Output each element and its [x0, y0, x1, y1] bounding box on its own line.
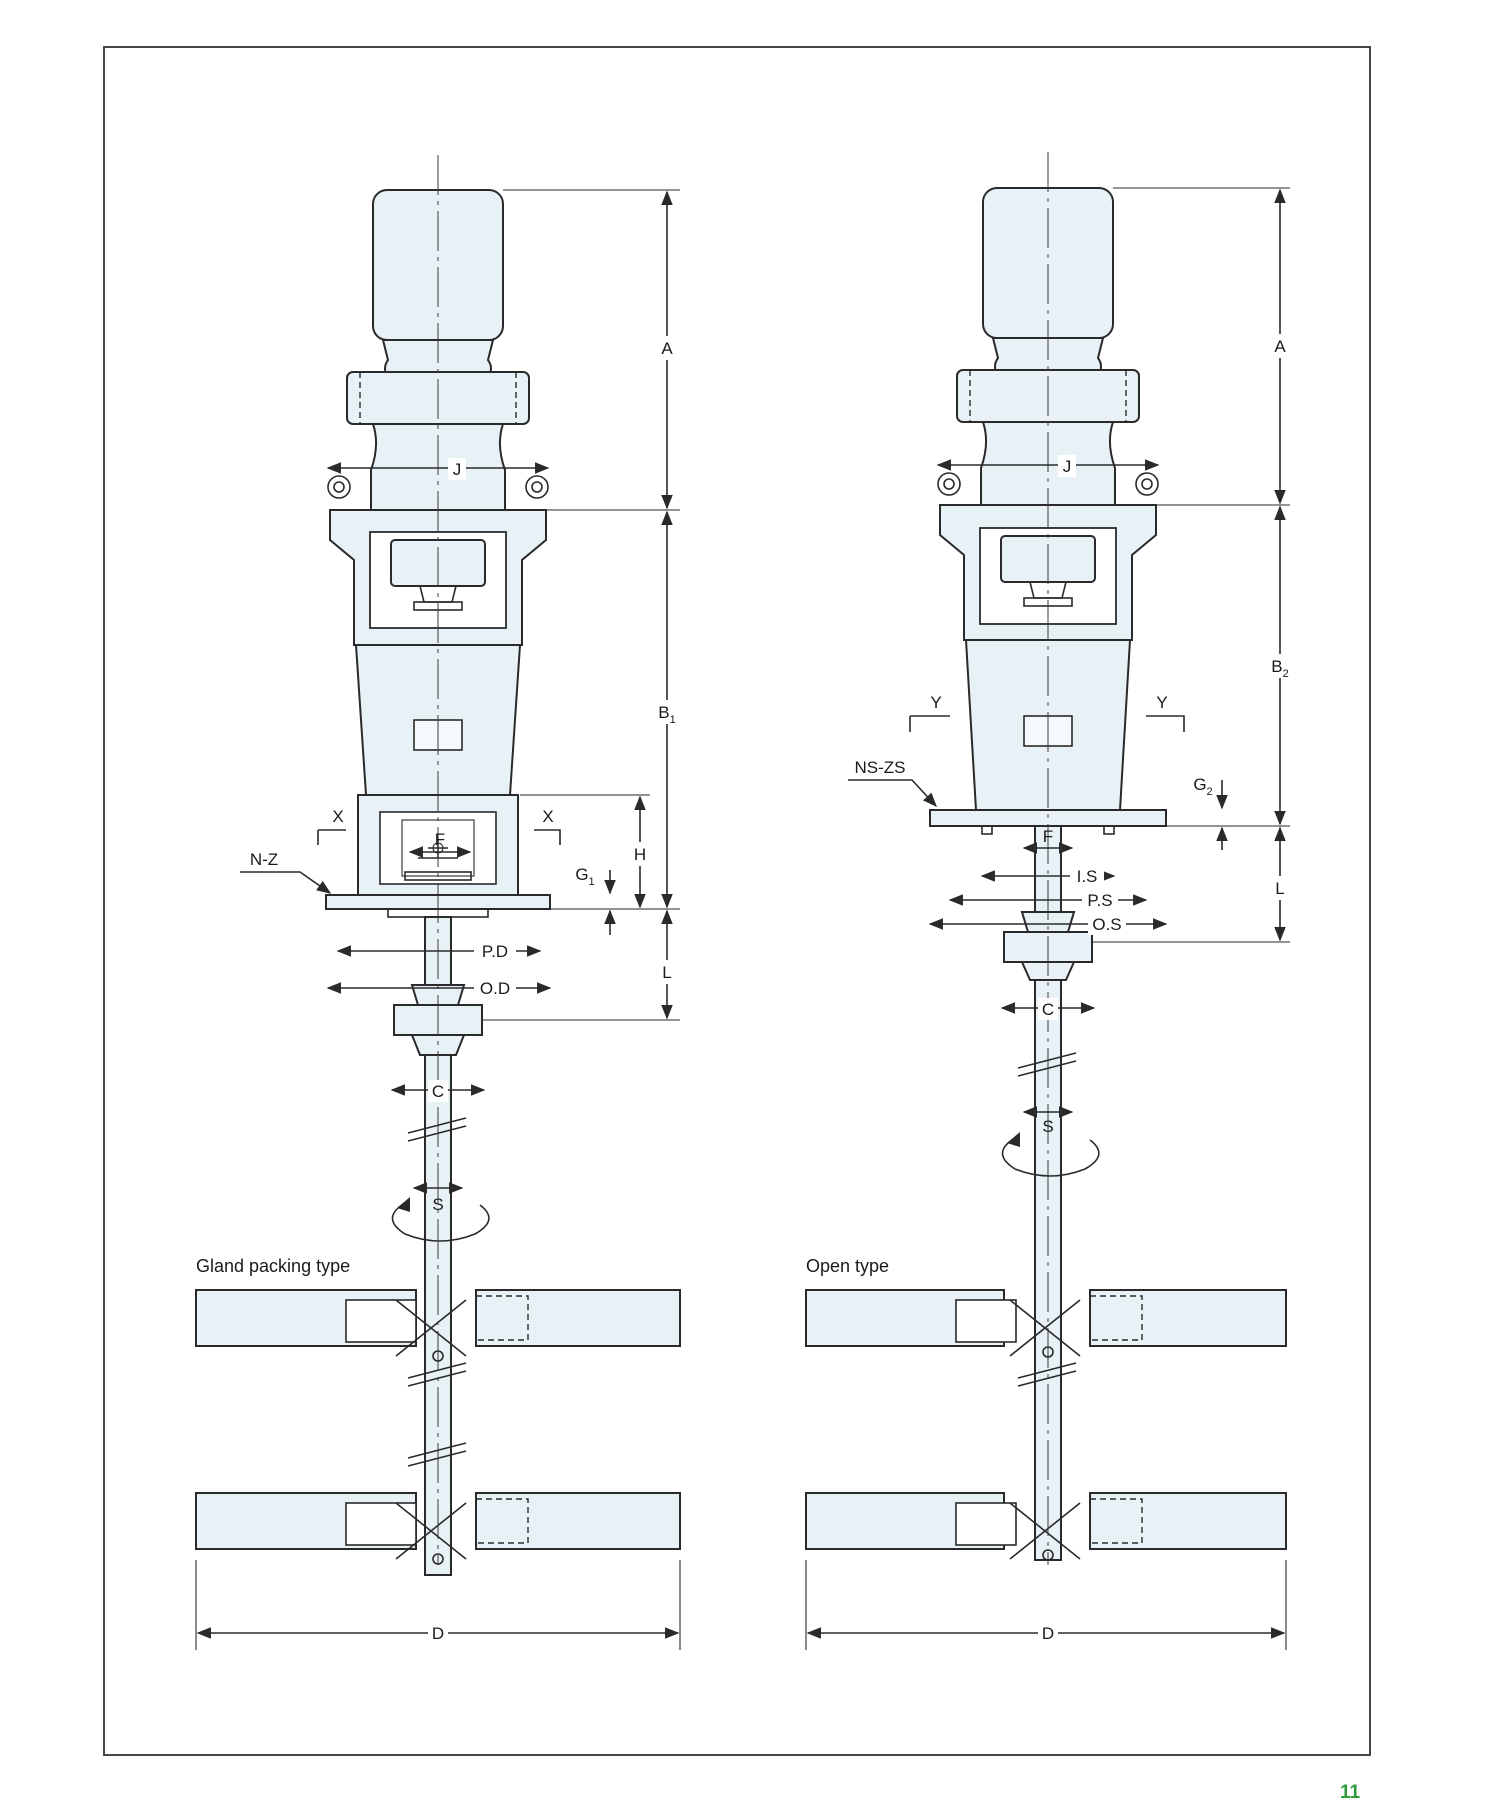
left-dim-L: L: [662, 963, 671, 982]
right-dim-G: G: [1193, 775, 1206, 794]
page-frame: [103, 46, 1371, 1756]
left-seal-label: N-Z: [250, 850, 278, 869]
svg-text:B1: B1: [658, 703, 675, 726]
left-dim-S: S: [432, 1195, 443, 1214]
left-dim-D: D: [432, 1624, 444, 1643]
right-impeller-blade-upper-right: [1089, 1289, 1287, 1347]
right-dim-B: B: [1271, 657, 1282, 676]
left-caption: Gland packing type: [196, 1256, 350, 1276]
right-dim-PS: P.S: [1087, 891, 1112, 910]
left-impeller-blade-lower-right: [475, 1492, 681, 1550]
left-dim-J: J: [453, 460, 462, 479]
right-dim-G-subscript: 2: [1207, 786, 1213, 798]
svg-text:B2: B2: [1271, 657, 1288, 680]
right-section-Y-right: Y: [1156, 693, 1167, 712]
left-dim-B-subscript: 1: [670, 714, 676, 726]
left-dim-B: B: [658, 703, 669, 722]
right-dim-A: A: [1274, 337, 1286, 356]
left-dim-A: A: [661, 339, 673, 358]
left-impeller-blade-upper-right: [475, 1289, 681, 1347]
left-dim-G-subscript: 1: [589, 876, 595, 888]
left-dim-G: G: [575, 865, 588, 884]
right-dim-C: C: [1042, 1000, 1054, 1019]
right-dim-D: D: [1042, 1624, 1054, 1643]
right-dim-J: J: [1063, 457, 1072, 476]
left-dim-PD: P.D: [482, 942, 508, 961]
right-dim-OS: O.S: [1092, 915, 1121, 934]
right-dim-L: L: [1275, 879, 1284, 898]
left-dim-C: C: [432, 1082, 444, 1101]
right-section-Y-left: Y: [930, 693, 941, 712]
left-section-X-left: X: [332, 807, 343, 826]
left-dim-OD: O.D: [480, 979, 510, 998]
right-dim-F: F: [1043, 827, 1053, 846]
right-dim-S: S: [1042, 1117, 1053, 1136]
right-agitator-drawing: A B2 L G2 J Y Y NS-ZS F I.S P.S O.S: [805, 152, 1294, 1650]
right-caption: Open type: [806, 1256, 889, 1276]
svg-text:G1: G1: [575, 865, 594, 888]
right-impeller-blade-lower-right: [1089, 1492, 1287, 1550]
page-number: 11: [1340, 1782, 1361, 1803]
left-agitator-drawing: A B1 L H G1 J F X X N-Z P.D O: [195, 155, 681, 1650]
left-section-X-right: X: [542, 807, 553, 826]
right-dim-IS: I.S: [1077, 867, 1098, 886]
left-dim-H: H: [634, 845, 646, 864]
left-dim-F: F: [435, 830, 445, 849]
right-dim-B-subscript: 2: [1283, 668, 1289, 680]
right-seal-label: NS-ZS: [855, 758, 906, 777]
svg-text:G2: G2: [1193, 775, 1212, 798]
right-mounting-plate: [929, 809, 1167, 827]
